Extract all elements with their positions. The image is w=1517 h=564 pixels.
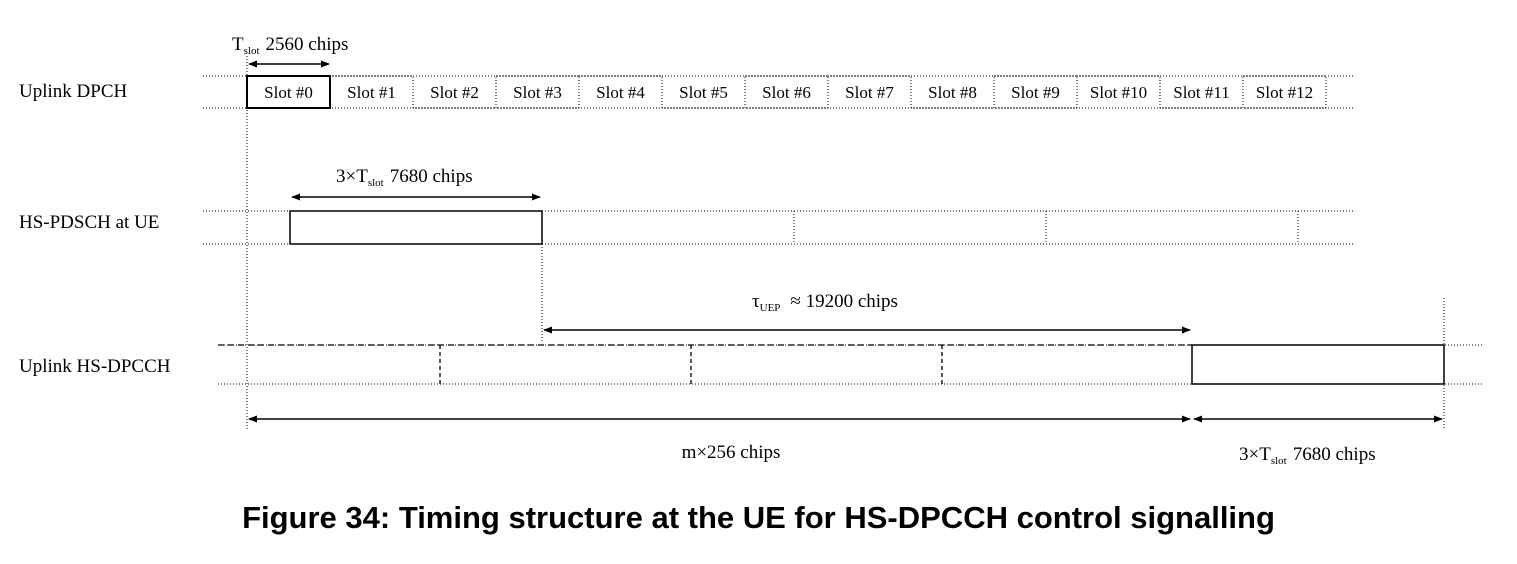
figure-caption: Figure 34: Timing structure at the UE fo…: [242, 500, 1275, 535]
slot-label: Slot #2: [430, 83, 479, 102]
slot-label: Slot #5: [679, 83, 728, 102]
hs-dpcch-subframe: [1191, 344, 1445, 385]
slot-cell: [1242, 75, 1327, 109]
row-label-uplink-hs-dpcch: Uplink HS-DPCCH: [19, 356, 171, 377]
slot-label: Slot #4: [596, 83, 645, 102]
m256-label: m×256 chips: [682, 442, 781, 463]
tuep-label: τUEP≈ 19200 chips: [752, 291, 898, 314]
slot-label: Slot #6: [762, 83, 811, 102]
slot-label: Slot #0: [264, 83, 313, 102]
slot-label: Slot #12: [1256, 83, 1313, 102]
row-label-uplink-dpch: Uplink DPCH: [19, 81, 127, 102]
slot-label: Slot #7: [845, 83, 894, 102]
slot-label: Slot #3: [513, 83, 562, 102]
slot-group: Slot #0 Slot #1 Slot #2 Slot #3 Slot #4 Slot …: [246, 75, 1327, 109]
slot-label: Slot #9: [1011, 83, 1060, 102]
row-label-hs-pdsch: HS-PDSCH at UE: [19, 212, 159, 233]
slot-label: Slot #11: [1173, 83, 1230, 102]
slot-label: Slot #1: [347, 83, 396, 102]
hs-pdsch-subframe: [289, 210, 543, 245]
slot-label: Slot #10: [1090, 83, 1147, 102]
slot-label: Slot #8: [928, 83, 977, 102]
